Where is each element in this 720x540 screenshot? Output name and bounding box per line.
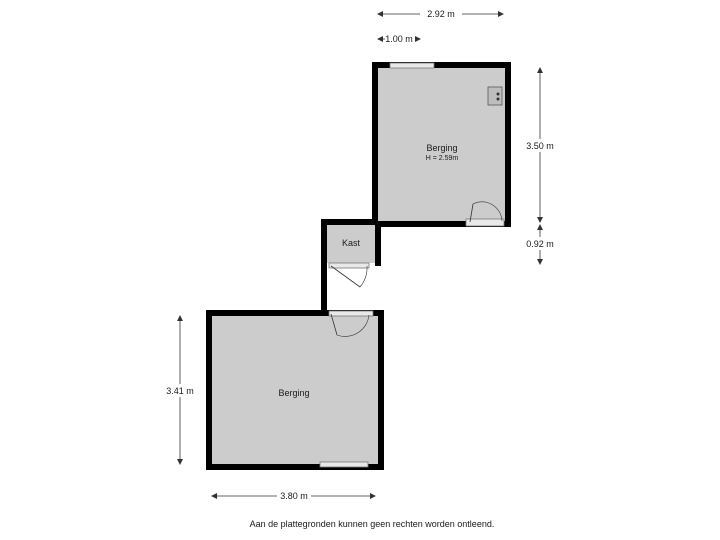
room-top-door-gap	[465, 218, 505, 227]
closet-wall	[321, 219, 376, 312]
room-bottom-label: Berging	[278, 388, 309, 398]
room-top-door[interactable]	[469, 201, 503, 223]
dimension-top-depth-label: 3.50 m	[526, 141, 554, 151]
dimension-top-depth: 3.50 m	[523, 67, 557, 223]
room-top-height: H = 2.59m	[426, 155, 459, 162]
disclaimer-text: Aan de plattegronden kunnen geen rechten…	[250, 519, 495, 529]
closet-label: Kast	[342, 238, 361, 248]
room-closet: Kast	[321, 219, 381, 312]
closet-door-gap	[328, 262, 370, 269]
dimension-closet-depth: 0.92 m	[523, 224, 557, 265]
room-bottom-floor	[212, 316, 378, 464]
dimension-bottom-depth-label: 3.41 m	[166, 386, 194, 396]
room-bottom-door[interactable]	[330, 313, 370, 337]
dimension-top-width: 2.92 m	[377, 8, 504, 20]
dimension-bottom-width: 3.80 m	[211, 490, 376, 502]
closet-door[interactable]	[330, 265, 368, 288]
dimension-closet-depth-label: 0.92 m	[526, 239, 554, 249]
room-top-storage: Berging H = 2.59m	[372, 62, 511, 227]
dimension-top-width-label: 2.92 m	[427, 9, 455, 19]
room-top-label: Berging	[426, 143, 457, 153]
room-bottom-wall-outer	[206, 310, 384, 470]
room-bottom-door-gap	[328, 310, 374, 317]
room-top-wall-outer	[372, 62, 511, 227]
dimension-bottom-depth: 3.41 m	[163, 315, 197, 465]
room-bottom-window	[319, 461, 369, 468]
dimension-bottom-width-label: 3.80 m	[280, 491, 308, 501]
dimension-top-offset-label: 1.00 m	[385, 34, 413, 44]
dimension-top-offset: 1.00 m	[377, 33, 421, 45]
room-bottom-storage: Berging	[206, 310, 384, 470]
sink-icon	[487, 86, 503, 106]
closet-floor	[327, 225, 376, 263]
room-top-window	[389, 62, 435, 69]
room-top-floor	[378, 68, 505, 221]
